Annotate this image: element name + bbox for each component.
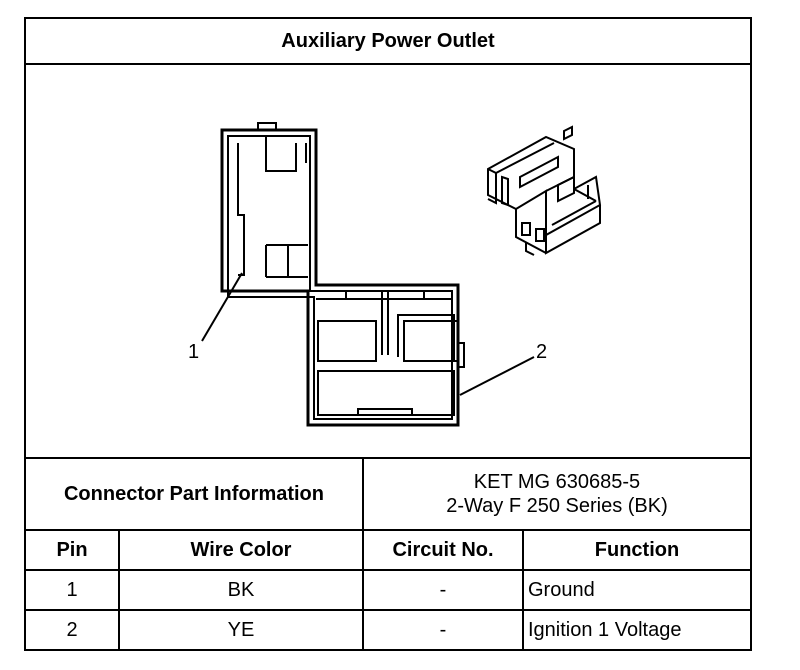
header-function: Function bbox=[594, 538, 680, 561]
row2-wire-color: YE bbox=[227, 618, 255, 641]
callout-1: 1 bbox=[188, 341, 199, 363]
callout-2: 2 bbox=[536, 341, 547, 363]
header-pin: Pin bbox=[56, 538, 88, 561]
part-series: 2-Way F 250 Series (BK) bbox=[446, 495, 668, 517]
part-number: KET MG 630685-5 bbox=[473, 471, 641, 493]
row1-pin: 1 bbox=[66, 578, 78, 601]
connector-drawing: 1 2 bbox=[188, 122, 602, 427]
sheet-title: Auxiliary Power Outlet bbox=[26, 19, 750, 65]
header-circuit-no: Circuit No. bbox=[392, 538, 494, 561]
connector-table: Connector Part Information KET MG 630685… bbox=[26, 457, 750, 651]
row1-circuit-no: - bbox=[439, 578, 447, 601]
row2-pin: 2 bbox=[66, 618, 78, 641]
connector-diagram: 1 2 bbox=[26, 65, 750, 457]
header-wire-color: Wire Color bbox=[190, 538, 292, 561]
connector-sheet: Auxiliary Power Outlet bbox=[24, 17, 752, 651]
row2-function: Ignition 1 Voltage bbox=[528, 618, 682, 641]
part-info-label: Connector Part Information bbox=[63, 482, 324, 505]
part-info-value: KET MG 630685-5 2-Way F 250 Series (BK) bbox=[364, 459, 750, 529]
row1-function: Ground bbox=[528, 578, 595, 601]
row1-wire-color: BK bbox=[227, 578, 255, 601]
row2-circuit-no: - bbox=[439, 618, 447, 641]
